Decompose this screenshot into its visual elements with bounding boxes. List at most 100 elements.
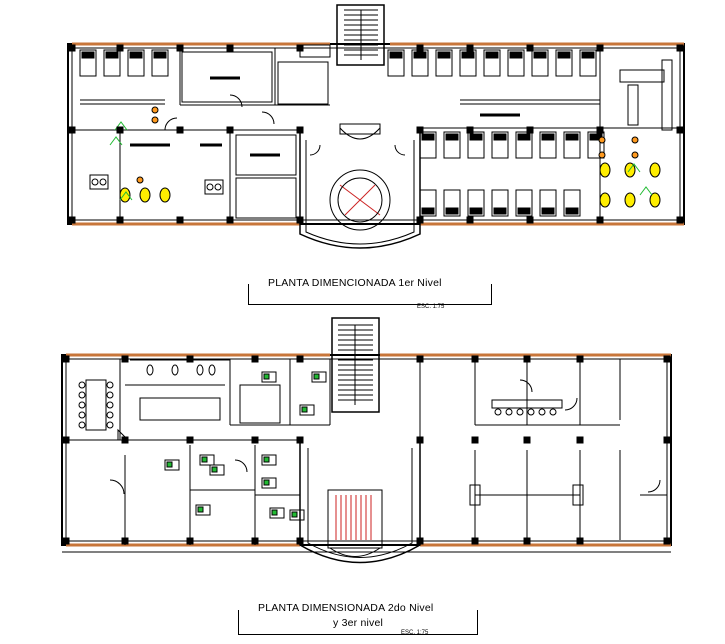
chair	[78, 381, 86, 389]
column	[186, 436, 194, 444]
bed	[467, 131, 485, 159]
plan-level-1	[67, 4, 685, 249]
seat	[598, 151, 606, 159]
chair	[106, 411, 114, 419]
desk	[199, 454, 215, 466]
desk	[261, 371, 277, 383]
bed	[515, 189, 533, 217]
toilet	[649, 162, 661, 178]
bed	[79, 49, 97, 77]
chair	[527, 408, 535, 416]
chair	[106, 381, 114, 389]
bed	[467, 189, 485, 217]
column	[523, 436, 531, 444]
plan-level-2	[61, 317, 672, 564]
column	[296, 126, 304, 134]
chair	[206, 183, 214, 191]
chair	[538, 408, 546, 416]
toilet	[139, 187, 151, 203]
pillow	[509, 51, 523, 59]
chair	[214, 183, 222, 191]
toilet	[146, 364, 154, 376]
table	[89, 174, 109, 190]
column	[471, 355, 479, 363]
column	[296, 355, 304, 363]
bed	[103, 49, 121, 77]
desk	[299, 404, 315, 416]
desk-plant	[211, 466, 218, 473]
desk	[195, 504, 211, 516]
bed	[539, 131, 557, 159]
pillow	[485, 51, 499, 59]
column	[62, 436, 70, 444]
plan-1-scale: ESC. 1:75	[417, 304, 445, 310]
pillow	[389, 51, 403, 59]
column	[663, 436, 671, 444]
chair	[516, 408, 524, 416]
pillow	[421, 133, 435, 141]
bed	[491, 131, 509, 159]
column	[116, 216, 124, 224]
column	[296, 216, 304, 224]
column	[186, 355, 194, 363]
column	[116, 44, 124, 52]
bed	[539, 189, 557, 217]
toilet	[196, 364, 204, 376]
column	[121, 355, 129, 363]
column	[176, 44, 184, 52]
column	[676, 44, 684, 52]
desk-plant	[263, 479, 270, 486]
desk	[261, 477, 277, 489]
column	[416, 44, 424, 52]
pillow	[421, 207, 435, 215]
plan-2-title-box	[238, 610, 478, 635]
pillow	[541, 207, 555, 215]
plant-mark	[627, 163, 641, 173]
chair	[78, 411, 86, 419]
pillow	[533, 51, 547, 59]
plan-2-title-line-1: PLANTA DIMENSIONADA 2do Nivel	[255, 602, 437, 614]
desk-plant	[201, 456, 208, 463]
pillow	[541, 133, 555, 141]
column	[226, 44, 234, 52]
column	[576, 537, 584, 545]
column	[226, 126, 234, 134]
chair	[78, 401, 86, 409]
pillow	[81, 51, 95, 59]
seat	[631, 151, 639, 159]
desk-plant	[291, 511, 298, 518]
column	[466, 126, 474, 134]
bed	[555, 49, 573, 77]
toilet	[624, 192, 636, 208]
bed	[507, 49, 525, 77]
column	[416, 436, 424, 444]
bed	[387, 49, 405, 77]
column	[523, 355, 531, 363]
pillow	[469, 207, 483, 215]
seat	[631, 136, 639, 144]
column	[526, 126, 534, 134]
pillow	[413, 51, 427, 59]
toilet	[599, 192, 611, 208]
column	[416, 216, 424, 224]
column	[121, 436, 129, 444]
desk-plant	[166, 461, 173, 468]
chair	[78, 391, 86, 399]
bed	[531, 49, 549, 77]
column	[596, 44, 604, 52]
furniture	[299, 44, 331, 58]
pillow	[129, 51, 143, 59]
toilet	[119, 187, 131, 203]
toilet	[208, 364, 216, 376]
column	[121, 537, 129, 545]
seat	[151, 106, 159, 114]
bed	[491, 189, 509, 217]
plan-2-title-line-2: y 3er nivel	[333, 617, 384, 629]
column	[416, 126, 424, 134]
bed	[435, 49, 453, 77]
bed	[563, 131, 581, 159]
bed	[419, 189, 437, 217]
column	[663, 355, 671, 363]
column	[251, 355, 259, 363]
pillow	[557, 51, 571, 59]
